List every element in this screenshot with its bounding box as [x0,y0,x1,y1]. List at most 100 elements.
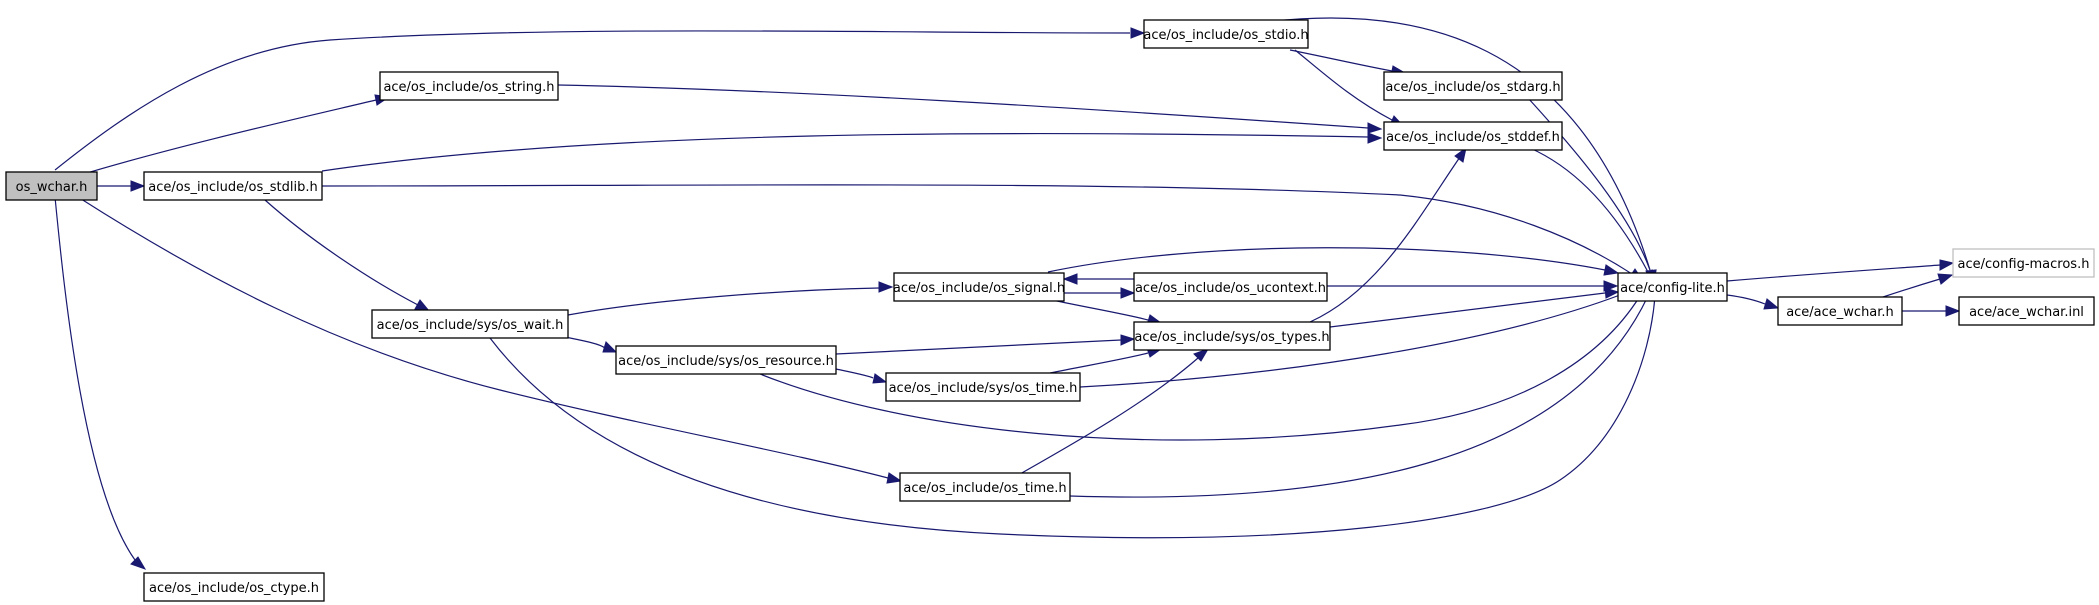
node-label: ace/os_include/os_string.h [383,80,554,95]
edge [564,336,606,349]
edge [1249,17,1651,271]
edge-arrowhead [130,556,147,570]
node-label: ace/os_include/os_ctype.h [149,581,319,596]
node-box [615,345,837,375]
node-box [1958,296,2095,326]
edge-arrowhead [1193,348,1210,362]
node-box [885,372,1081,402]
node-box [1133,321,1331,351]
node-box [1133,272,1328,302]
edge [1019,357,1199,475]
edge-arrowhead [1603,264,1620,276]
edge-arrowhead [1130,27,1146,39]
edge-arrowhead [878,281,894,293]
edge-arrowhead [1367,132,1383,144]
edge [1726,264,1941,282]
edge [54,196,136,561]
node-label: ace/os_include/sys/os_types.h [1134,330,1329,345]
edge-arrowhead [1120,287,1136,299]
node-box [5,171,98,201]
node-box [379,71,559,101]
edge [1294,49,1393,121]
edge [1051,299,1149,321]
node-label: ace/ace_wchar.h [1786,305,1894,320]
node-label: ace/os_include/sys/os_resource.h [618,354,834,369]
node-label: ace/ace_wchar.inl [1969,305,2084,320]
node-os-wchar[interactable]: os_wchar.h [5,171,98,201]
node-os-stdarg[interactable]: ace/os_include/os_stdarg.h [1383,71,1563,101]
node-label: ace/os_include/os_stddef.h [1386,130,1560,145]
node-label: ace/os_include/os_stdarg.h [1385,80,1560,95]
node-label: ace/os_include/sys/os_time.h [889,381,1078,396]
edge [489,295,1656,539]
edge-arrowhead [872,373,888,384]
node-label: os_wchar.h [16,180,88,195]
node-box [143,572,325,602]
node-label: ace/config-lite.h [1620,281,1725,296]
edge [77,196,889,479]
edge [1309,156,1461,323]
node-box [1777,296,1903,326]
node-os-stddef[interactable]: ace/os_include/os_stddef.h [1383,121,1563,151]
node-box [893,272,1065,302]
node-ace-wchar-h[interactable]: ace/ace_wchar.h [1777,296,1903,326]
node-sys-os-time[interactable]: ace/os_include/sys/os_time.h [885,372,1081,402]
node-label: ace/os_include/os_stdlib.h [148,180,317,195]
node-box [1383,71,1563,101]
edge-arrowhead [1945,305,1961,317]
node-box [143,171,323,201]
node-box [1952,248,2095,278]
edge [264,199,419,306]
edge-arrowhead [1062,273,1078,285]
node-os-signal[interactable]: ace/os_include/os_signal.h [893,272,1065,302]
edge [1529,147,1649,273]
edge-arrowhead [1939,259,1955,271]
node-config-macros[interactable]: ace/config-macros.h [1952,248,2095,278]
node-label: ace/os_include/os_signal.h [893,281,1065,296]
edge [1289,49,1393,72]
edge [1726,294,1766,305]
edge-arrowhead [1120,334,1136,346]
node-os-ucontext[interactable]: ace/os_include/os_ucontext.h [1133,272,1328,302]
node-sys-os-wait[interactable]: ace/os_include/sys/os_wait.h [371,309,569,339]
edge [1047,247,1606,273]
edge [759,295,1641,441]
node-ace-wchar-inl[interactable]: ace/ace_wchar.inl [1958,296,2095,326]
node-os-ctype[interactable]: ace/os_include/os_ctype.h [143,572,325,602]
graph-edges [54,17,1961,570]
edge-arrowhead [1937,273,1954,285]
node-label: ace/os_include/os_ucontext.h [1135,281,1326,296]
edge [54,30,1131,171]
edge [79,99,377,176]
edge [321,132,1369,172]
node-box [1143,19,1309,49]
edge-arrowhead [1367,122,1383,134]
edge [1049,352,1149,374]
edge [1527,97,1651,271]
node-config-lite[interactable]: ace/config-lite.h [1617,272,1728,302]
node-box [371,309,569,339]
edge-arrowhead [602,341,618,353]
edge [557,84,1369,129]
edge [567,287,880,316]
node-box [1617,272,1728,302]
node-sys-os-types[interactable]: ace/os_include/sys/os_types.h [1133,321,1331,351]
edge-arrowhead [1454,146,1467,163]
edge-arrowhead [1763,298,1780,310]
node-label: ace/os_include/os_stdio.h [1143,28,1308,43]
edge [835,339,1122,355]
node-label: ace/os_include/os_time.h [903,481,1066,496]
edge [1329,292,1606,328]
node-os-stdio[interactable]: ace/os_include/os_stdio.h [1143,19,1309,49]
edge [835,368,874,379]
node-os-stdlib[interactable]: ace/os_include/os_stdlib.h [143,171,323,201]
edge [1069,295,1649,498]
node-box [1383,121,1563,151]
edge-arrowhead [886,472,903,484]
node-os-time[interactable]: ace/os_include/os_time.h [899,472,1071,502]
node-sys-os-resource[interactable]: ace/os_include/sys/os_resource.h [615,345,837,375]
edge-arrowhead [1604,287,1620,299]
graph-nodes: os_wchar.h ace/os_include/os_stdio.h ace/o… [5,19,2095,602]
node-os-string[interactable]: ace/os_include/os_string.h [379,71,559,101]
